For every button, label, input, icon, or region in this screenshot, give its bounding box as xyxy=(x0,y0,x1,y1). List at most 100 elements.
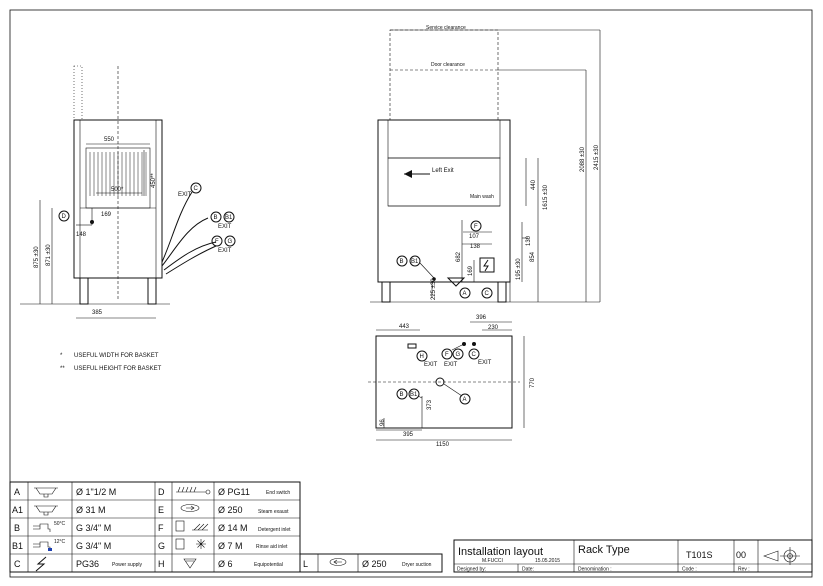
marker-c-front xyxy=(481,287,493,299)
marker-b1-front-label: B1 xyxy=(411,259,419,265)
legend-desc-g: Rinse aid inlet xyxy=(256,544,288,550)
legend-desc-h: Equipotential xyxy=(254,562,283,568)
end-switch-icon xyxy=(176,486,206,493)
front-view: Service clearance Door clearance Left Ex… xyxy=(370,25,601,303)
left-exit-label: Left Exit xyxy=(432,168,454,174)
marker-a-plan xyxy=(459,393,471,405)
marker-d-side xyxy=(58,210,70,222)
leader-b-front xyxy=(419,262,435,279)
marker-a-front xyxy=(459,287,471,299)
model-code: T101S xyxy=(686,550,713,560)
dryer-arrow-icon xyxy=(333,559,342,565)
cold-tap-icon xyxy=(33,541,51,550)
service-clearance-label: Service clearance xyxy=(426,25,466,31)
front-leg-left xyxy=(381,281,391,303)
legend-value-b: G 3/4" M xyxy=(76,523,111,533)
notes: * USEFUL WIDTH FOR BASKET ** USEFUL HEIG… xyxy=(60,353,162,372)
code-label: Code : xyxy=(682,567,697,573)
side-chimney xyxy=(73,65,83,121)
exit-h-plan: EXIT xyxy=(424,362,438,368)
legend-desc-d: End switch xyxy=(266,490,290,496)
drawing-date: 15.05.2015 xyxy=(535,558,560,564)
marker-f-front xyxy=(470,220,482,232)
dim-1615: 1615 ±30 xyxy=(543,184,549,210)
cold-water-drop xyxy=(48,548,52,551)
marker-b1-plan-label: B1 xyxy=(410,392,418,398)
legend-desc-e: Steam exaust xyxy=(258,509,289,515)
point-b-front xyxy=(432,277,436,281)
marker-f-side-label: F xyxy=(215,239,219,245)
legend-code-a1: A1 xyxy=(12,505,23,515)
legend-code-g: G xyxy=(158,541,165,551)
marker-h-plan xyxy=(416,350,428,362)
legend-value-f: Ø 14 M xyxy=(218,523,248,533)
legend-value-c: PG36 xyxy=(76,559,99,569)
subtitle-text: Rack Type xyxy=(578,544,630,556)
legend-frame-extra xyxy=(299,553,443,573)
legend-value-g: Ø 7 M xyxy=(218,541,243,551)
lightning-icon xyxy=(35,556,47,572)
denomination-label: Denomination : xyxy=(578,567,612,573)
drain-point-plan xyxy=(435,377,445,387)
dim-500: 500* xyxy=(111,187,124,193)
legend-code-l: L xyxy=(303,559,308,569)
hose-f-g-2 xyxy=(165,245,217,275)
door-clearance-label: Door clearance xyxy=(431,62,465,68)
marker-c-plan-label: C xyxy=(472,352,477,358)
dim-450: 450** xyxy=(151,173,157,188)
dim-395: 395 xyxy=(403,432,414,438)
marker-a-front-label: A xyxy=(463,291,467,297)
dim-195: 195 ±30 xyxy=(516,258,522,280)
dim-871: 871 ±30 xyxy=(46,244,52,266)
marker-a-plan-label: A xyxy=(463,397,467,403)
dim-440: 440 xyxy=(531,179,537,190)
hot-tap-icon xyxy=(33,523,51,532)
side-leg-right xyxy=(147,277,157,305)
marker-f-side xyxy=(211,235,223,247)
legend-code-d: D xyxy=(158,487,165,497)
side-endswitch-point xyxy=(90,220,94,224)
dim-682: 682 xyxy=(456,251,462,262)
legend-code-f: F xyxy=(158,523,164,533)
designed-by-label: Designed by: xyxy=(457,567,486,573)
title-text: Installation layout xyxy=(458,546,543,558)
dim-2415: 2415 ±30 xyxy=(594,144,600,170)
cable-c xyxy=(161,191,193,263)
rinse-sparkle-icon xyxy=(196,539,206,549)
marker-b-side xyxy=(210,211,222,223)
detergent-can-icon xyxy=(175,520,185,532)
note-2-mark: ** xyxy=(60,366,65,372)
legend-value-e: Ø 250 xyxy=(218,505,243,515)
note-1-text: USEFUL WIDTH FOR BASKET xyxy=(74,353,159,359)
revision-value: 00 xyxy=(736,550,746,560)
dim-385: 385 xyxy=(92,310,103,316)
legend-value-b1: G 3/4" M xyxy=(76,541,111,551)
marker-b1-front xyxy=(409,255,421,267)
dim-138: 138 xyxy=(470,244,481,250)
dim-130: 130 xyxy=(526,235,532,246)
drain-a-icon xyxy=(446,277,466,287)
exit-c-plan: EXIT xyxy=(478,360,492,366)
dim-1150: 1150 xyxy=(436,442,450,448)
marker-c-front-label: C xyxy=(485,291,490,297)
marker-g-plan-label: G xyxy=(456,352,461,358)
main-wash-label: Main wash xyxy=(470,194,494,200)
legend-code-e: E xyxy=(158,505,164,515)
side-leg-left xyxy=(79,277,89,305)
note-2-text: USEFUL HEIGHT FOR BASKET xyxy=(74,366,162,372)
detergent-dose-icon xyxy=(192,523,209,531)
exit-bb1-side: EXIT xyxy=(218,224,232,230)
marker-b1-side xyxy=(223,211,235,223)
dim-770: 770 xyxy=(530,377,536,388)
dim-373: 373 xyxy=(427,399,433,410)
rinse-can-icon xyxy=(175,538,185,550)
legend-desc-f: Detergent inlet xyxy=(258,527,291,533)
leader-b-plan xyxy=(417,395,423,399)
side-view: 550 500* 450** 169 148 875 ±30 871 ±30 3… xyxy=(20,65,236,319)
projection-symbol-icon xyxy=(763,547,800,565)
title-block: Installation layout Rack Type T101S 00 M… xyxy=(453,539,813,573)
drain-icon xyxy=(34,487,58,498)
drain-a1-icon xyxy=(34,505,58,516)
power-bolt-icon xyxy=(483,259,489,272)
legend-code-b1: B1 xyxy=(12,541,23,551)
